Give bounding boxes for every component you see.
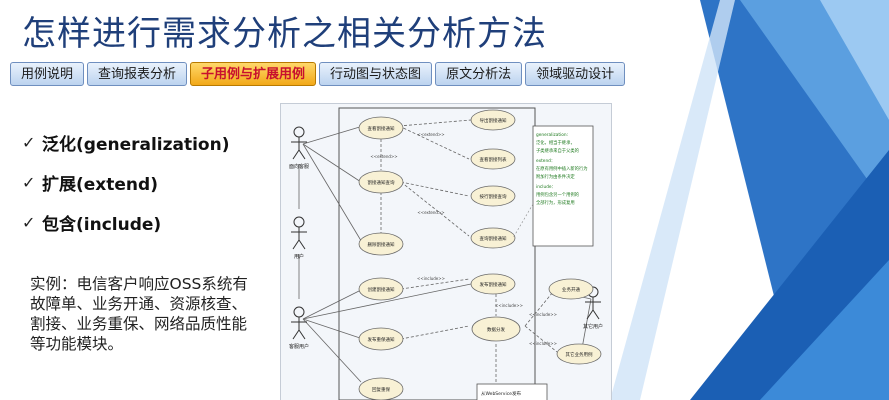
usecase-label: 发布重保通知 <box>368 336 395 343</box>
note-line: extend： <box>536 158 555 164</box>
note-line: 用例包含另一个用例的 <box>536 191 579 198</box>
note-line: 泛化，相当于继承， <box>536 139 575 146</box>
relation-label: <<extend>> <box>417 132 444 137</box>
note-line: 子类继承来自于父类的 <box>536 147 579 154</box>
usecase-label: 其它业务用例 <box>566 351 593 358</box>
tab-domain-driven-design[interactable]: 领域驱动设计 <box>525 62 626 86</box>
note-line: include： <box>536 184 556 190</box>
example-text: 实例：电信客户响应OSS系统有故障单、业务开通、资源核查、割接、业务重保、网络品… <box>30 275 248 353</box>
note-box <box>532 125 594 247</box>
checkmark-icon: ✓ <box>22 172 36 192</box>
bullet-label: 包含(include) <box>42 214 162 235</box>
usecase-label: 查看割接通知 <box>368 125 395 132</box>
bottom-note-box <box>476 383 548 400</box>
note-line: 在原有用例中插入新的行为 <box>536 165 588 172</box>
bullet-item: ✓ 泛化(generalization) <box>22 122 229 162</box>
page-title: 怎样进行需求分析之相关分析方法 <box>22 14 547 54</box>
checkmark-icon: ✓ <box>22 132 36 152</box>
actor-label: 面向客服 <box>289 163 309 170</box>
bullet-list: ✓ 泛化(generalization) ✓ 扩展(extend) ✓ 包含(i… <box>22 122 229 242</box>
relation-label: <<extend>> <box>417 210 444 215</box>
actor-label: 客服用户 <box>289 343 309 350</box>
relation-label: <<include>> <box>529 312 557 317</box>
actor-label: 用户 <box>294 253 304 260</box>
tab-bar: 用例说明 查询报表分析 子用例与扩展用例 行动图与状态图 原文分析法 领域驱动设… <box>10 62 626 86</box>
tab-report-query-analysis[interactable]: 查询报表分析 <box>87 62 188 86</box>
bullet-label: 扩展(extend) <box>42 174 158 195</box>
relation-label: <<extend>> <box>370 154 397 159</box>
bottom-note-text: 从WebService发布 <box>481 390 521 397</box>
checkmark-icon: ✓ <box>22 212 36 232</box>
usecase-label: 删除割接通知 <box>368 241 395 248</box>
actor-figures <box>291 126 601 340</box>
tab-activity-and-state-diagram[interactable]: 行动图与状态图 <box>319 62 433 86</box>
note-line: generalization: <box>536 132 568 138</box>
usecase-label: 回复重保 <box>372 386 390 393</box>
note-line: 全部行为，形成复用 <box>536 199 575 206</box>
relation-label: <<include>> <box>529 341 557 346</box>
usecase-label: 查询割接通知 <box>480 235 507 242</box>
usecase-label: 按行割接查询 <box>480 193 507 200</box>
tab-text-analysis[interactable]: 原文分析法 <box>435 62 523 86</box>
usecase-label: 数据分发 <box>487 326 505 333</box>
note-line: 附加行为由条件决定 <box>536 173 575 180</box>
usecase-label: 割接通知查询 <box>368 179 395 186</box>
actor-label: 其它用户 <box>583 323 603 330</box>
use-case-diagram-svg: 面向客服 用户 客服用户 其它用户 <box>289 107 603 400</box>
bullet-item: ✓ 扩展(extend) <box>22 162 229 202</box>
use-case-diagram: 面向客服 用户 客服用户 其它用户 <box>280 103 612 400</box>
tab-sub-and-extend-use-case[interactable]: 子用例与扩展用例 <box>190 62 317 86</box>
tab-use-case-description[interactable]: 用例说明 <box>10 62 85 86</box>
usecase-label: 创建割接通知 <box>368 286 395 293</box>
usecase-label: 业务开通 <box>562 286 580 293</box>
usecase-label: 发布割接通知 <box>480 281 507 288</box>
usecase-label: 导出割接通知 <box>480 117 507 124</box>
bullet-item: ✓ 包含(include) <box>22 202 229 242</box>
usecase-label: 查看割接列表 <box>480 156 507 163</box>
relation-label: <<include>> <box>417 276 445 281</box>
bullet-label: 泛化(generalization) <box>42 134 230 155</box>
relation-label: <<include>> <box>495 303 523 308</box>
